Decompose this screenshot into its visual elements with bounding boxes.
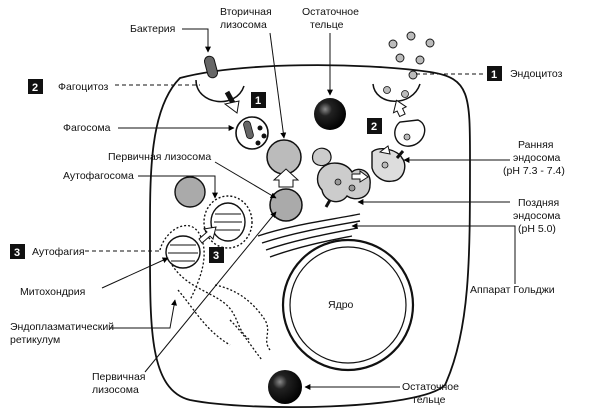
late-endosome-label-1: Поздняя xyxy=(518,197,559,209)
residual-body-top-label-2: тельце xyxy=(310,19,344,31)
autophagy-step-badge: 3 xyxy=(209,247,224,263)
endocytosis-particles xyxy=(388,31,435,80)
autophagy-arrow xyxy=(198,226,217,244)
endosome-step-badge: 2 xyxy=(367,118,382,134)
early-endosome-label-3: (pH 7.3 - 7.4) xyxy=(503,165,565,177)
endoplasmic-reticulum xyxy=(159,224,271,361)
primary-lysosome-bottom-label-2: лизосома xyxy=(92,384,139,396)
phagosome-label: Фагосома xyxy=(63,122,111,134)
bacteria-label: Бактерия xyxy=(130,23,175,35)
autophagy-badge: 3 xyxy=(10,244,25,259)
nucleus xyxy=(281,238,415,372)
residual-body-bottom xyxy=(268,370,302,404)
svg-text:1: 1 xyxy=(255,95,261,107)
secondary-lysosome xyxy=(266,139,302,175)
phagosome-step-badge: 1 xyxy=(251,92,266,108)
late-endosome-label-3: (pH 5.0) xyxy=(518,223,556,235)
endocytosis-label: Эндоцитоз xyxy=(510,68,563,80)
early-endosome-label-1: Ранняя xyxy=(518,139,553,151)
phagocytic-cup xyxy=(195,79,245,103)
residual-body-bottom-label-1: Остаточное xyxy=(402,381,459,393)
svg-text:3: 3 xyxy=(213,250,219,262)
autophagy-label: Аутофагия xyxy=(32,246,85,258)
autophagosome-label: Аутофагосома xyxy=(63,170,134,182)
bacterium xyxy=(203,55,219,79)
early-endosome-label-2: эндосома xyxy=(513,152,561,164)
er-label-1: Эндоплазматический xyxy=(10,321,114,333)
golgi-label: Аппарат Гольджи xyxy=(470,284,555,296)
primary-lysosome-top-label: Первичная лизосома xyxy=(108,151,211,163)
golgi-apparatus xyxy=(257,213,361,258)
svg-text:2: 2 xyxy=(371,121,377,133)
phagosome xyxy=(235,116,269,150)
secondary-lysosome-label-2: лизосома xyxy=(220,19,267,31)
svg-text:2: 2 xyxy=(32,82,38,94)
endocytosis-badge: 1 xyxy=(487,66,502,81)
secondary-lysosome-label-1: Вторичная xyxy=(220,6,272,18)
primary-lysosome xyxy=(269,188,303,222)
late-endosome xyxy=(316,162,371,203)
er-label-2: ретикулум xyxy=(10,334,60,346)
phagocytosis-label: Фагоцитоз xyxy=(58,81,109,93)
endocytic-pit xyxy=(372,83,421,102)
golgi-vesicle xyxy=(311,147,332,167)
coated-vesicle xyxy=(394,119,426,147)
phagocytosis-badge: 2 xyxy=(28,79,43,94)
late-endosome-label-2: эндосома xyxy=(513,210,561,222)
svg-text:1: 1 xyxy=(491,69,497,81)
svg-text:3: 3 xyxy=(14,247,20,259)
residual-body-bottom-label-2: тельце xyxy=(412,394,446,406)
residual-body-top-label-1: Остаточное xyxy=(302,6,359,18)
fusion-arrow xyxy=(272,168,300,188)
mitochondria-label: Митохондрия xyxy=(20,286,85,298)
autophagosome xyxy=(174,176,253,249)
residual-body-top xyxy=(314,98,346,130)
primary-lysosome-bottom-label-1: Первичная xyxy=(92,371,145,383)
mitochondrion xyxy=(165,235,201,269)
nucleus-label: Ядро xyxy=(328,299,354,311)
